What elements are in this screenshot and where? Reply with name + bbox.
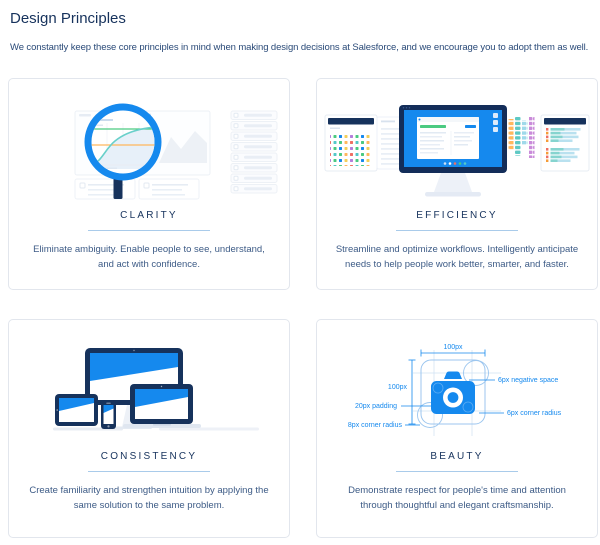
card-beauty: 100px 100px 20px padding 8px corner radi…	[316, 319, 598, 538]
principles-grid: CLARITY Eliminate ambiguity. Enable peop…	[8, 78, 598, 538]
title-underline	[396, 230, 518, 231]
monitor-icon	[399, 105, 507, 197]
card-efficiency: EFFICIENCY Streamline and optimize workf…	[316, 78, 598, 290]
card-title-beauty: BEAUTY	[430, 451, 484, 462]
kanban-columns	[508, 117, 535, 158]
card-title-efficiency: EFFICIENCY	[416, 210, 498, 221]
spec-negative-space-label: 6px negative space	[498, 376, 559, 384]
title-underline	[88, 471, 210, 472]
report-app-card	[540, 114, 590, 172]
camera-redline-spec-icon	[401, 349, 504, 436]
spec-height-label: 100px	[387, 384, 407, 391]
camera-icon	[431, 371, 475, 414]
multi-device-icon	[53, 348, 259, 431]
magnifier-over-dashboard-icon	[74, 103, 278, 200]
efficiency-illustration	[317, 93, 597, 201]
card-clarity: CLARITY Eliminate ambiguity. Enable peop…	[8, 78, 290, 290]
calendar-app-card	[324, 114, 378, 172]
dashboard-list-rows	[230, 110, 278, 194]
page-title: Design Principles	[10, 10, 126, 27]
consistency-illustration	[9, 334, 289, 442]
card-title-clarity: CLARITY	[120, 210, 178, 221]
measurement-lines	[401, 349, 504, 426]
spec-corner-radius-right-label: 6px corner radius	[507, 409, 562, 417]
spec-corner-radius-left-label: 8px corner radius	[347, 421, 402, 429]
title-underline	[396, 471, 518, 472]
beauty-illustration: 100px 100px 20px padding 8px corner radi…	[317, 334, 597, 442]
phone-icon	[101, 401, 116, 429]
card-description-clarity: Eliminate ambiguity. Enable people to se…	[33, 244, 265, 270]
laptop-icon	[123, 384, 201, 428]
page-subtitle: We constantly keep these core principles…	[10, 42, 589, 53]
card-description-efficiency: Streamline and optimize workflows. Intel…	[335, 244, 579, 270]
spec-width-label: 100px	[443, 344, 463, 351]
card-consistency: CONSISTENCY Create familiarity and stren…	[8, 319, 290, 538]
card-title-consistency: CONSISTENCY	[100, 451, 198, 462]
magnifier-icon	[84, 103, 162, 199]
title-underline	[88, 230, 210, 231]
tablet-icon	[55, 394, 98, 426]
card-description-beauty: Demonstrate respect for people's time an…	[348, 485, 566, 511]
desktop-workflow-icon	[324, 105, 590, 197]
clarity-illustration	[9, 93, 289, 201]
card-description-consistency: Create familiarity and strengthen intuit…	[29, 485, 269, 511]
spec-padding-label: 20px padding	[354, 402, 397, 410]
